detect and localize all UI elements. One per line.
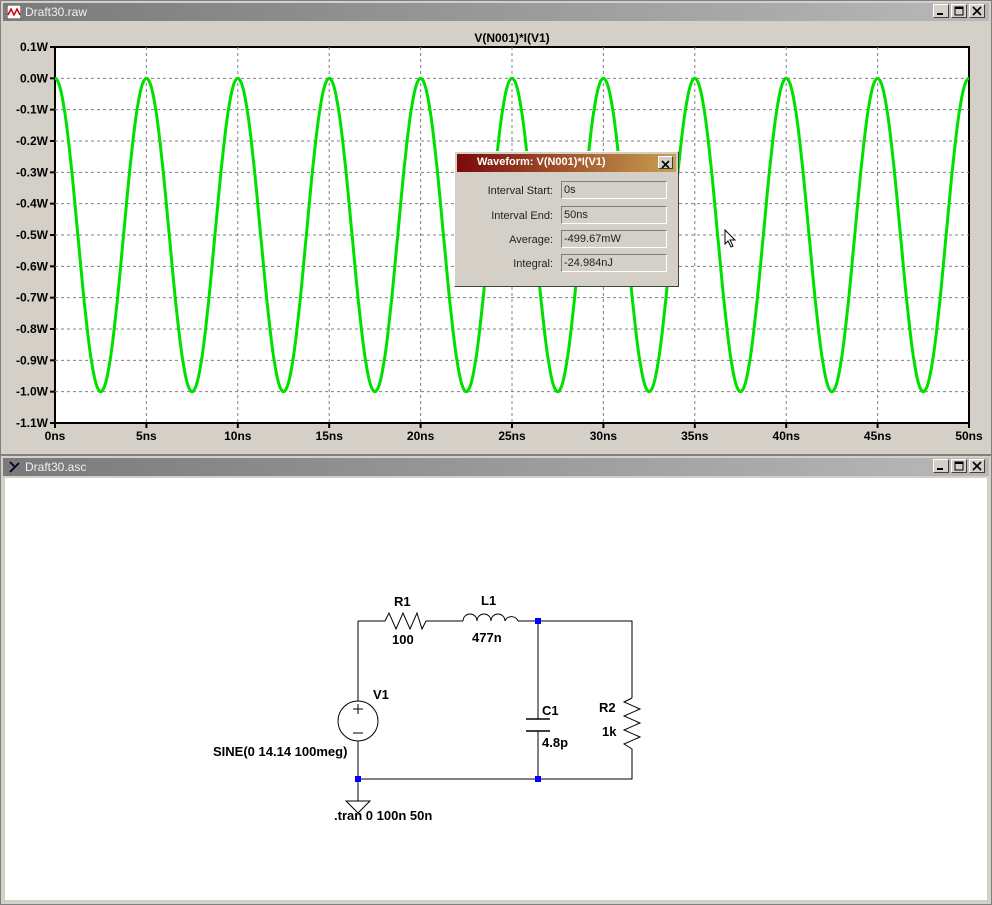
schematic-window: Draft30.asc [0,455,992,905]
maximize-button[interactable] [951,459,967,473]
c1-value: 4.8p [542,735,568,750]
waveform-window-title: Draft30.raw [25,5,88,19]
node-junction [535,776,541,782]
r1-symbol [384,611,427,631]
schematic-canvas[interactable]: R1 100 L1 477n C1 4.8p R2 1k V1 SINE(0 1… [5,478,987,900]
x-tick-label: 35ns [681,429,709,443]
l1-symbol [462,613,519,622]
waveform-app-icon [7,5,21,19]
ground-symbol [344,800,372,814]
waveform-dialog: Waveform: V(N001)*I(V1) Interval Start: … [454,151,679,287]
integral-row: Integral: -24.984nJ [455,254,680,274]
maximize-button[interactable] [951,4,967,18]
interval-end-label: Interval End: [491,210,553,222]
c1-name: C1 [542,703,559,718]
y-tick-label: 0.1W [20,40,49,54]
x-tick-label: 25ns [498,429,526,443]
y-tick-label: -0.3W [16,165,49,179]
r1-name: R1 [394,594,411,609]
interval-end-row: Interval End: 50ns [455,206,680,226]
x-tick-label: 45ns [864,429,892,443]
v1-name: V1 [373,687,389,702]
close-button[interactable] [969,4,985,18]
interval-end-field[interactable]: 50ns [561,206,667,224]
chart-title: V(N001)*I(V1) [474,31,549,45]
x-tick-label: 20ns [407,429,435,443]
dialog-close-button[interactable] [658,156,673,169]
y-tick-label: -1.0W [16,385,49,399]
dialog-titlebar[interactable]: Waveform: V(N001)*I(V1) [457,154,676,172]
schematic-window-title: Draft30.asc [25,460,87,474]
y-tick-label: -0.9W [16,353,49,367]
y-tick-label: -0.6W [16,259,49,273]
x-tick-label: 30ns [590,429,618,443]
minimize-button[interactable] [933,4,949,18]
y-tick-label: -0.5W [16,228,49,242]
y-tick-label: -0.2W [16,134,49,148]
r2-value: 1k [602,724,617,739]
r1-value: 100 [392,632,414,647]
v1-value: SINE(0 14.14 100meg) [213,744,347,759]
c1-symbol [526,718,550,732]
schematic-titlebar[interactable]: Draft30.asc [3,458,989,476]
interval-start-label: Interval Start: [487,185,553,197]
average-label: Average: [509,234,553,246]
average-field[interactable]: -499.67mW [561,230,667,248]
node-junction [535,618,541,624]
node-junction [355,776,361,782]
v1-symbol [337,700,379,742]
integral-label: Integral: [513,258,553,270]
l1-name: L1 [481,593,496,608]
spice-directive[interactable]: .tran 0 100n 50n [334,808,432,823]
x-tick-label: 15ns [316,429,344,443]
x-tick-label: 0ns [45,429,66,443]
waveform-window: Draft30.raw V(N001)*I(V1) 0.1W 0.0W -0.1W -0… [0,0,992,455]
minimize-button[interactable] [933,459,949,473]
interval-start-field[interactable]: 0s [561,181,667,199]
average-row: Average: -499.67mW [455,230,680,250]
close-button[interactable] [969,459,985,473]
x-tick-label: 40ns [773,429,801,443]
x-tick-label: 5ns [136,429,157,443]
x-tick-label: 10ns [224,429,252,443]
waveform-titlebar[interactable]: Draft30.raw [3,3,989,21]
r2-symbol [622,697,642,761]
mouse-cursor-icon [724,229,737,248]
y-tick-label: -0.4W [16,197,49,211]
y-tick-label: -1.1W [16,416,49,430]
r2-name: R2 [599,700,616,715]
y-tick-label: -0.1W [16,103,49,117]
x-tick-label: 50ns [955,429,983,443]
integral-field[interactable]: -24.984nJ [561,254,667,272]
schematic-drawing[interactable]: R1 100 L1 477n C1 4.8p R2 1k V1 SINE(0 1… [5,478,987,900]
interval-start-row: Interval Start: 0s [455,181,680,201]
schematic-app-icon [9,461,20,473]
dialog-title: Waveform: V(N001)*I(V1) [477,156,606,168]
close-icon [661,160,670,169]
y-tick-label: -0.7W [16,291,49,305]
l1-value: 477n [472,630,502,645]
y-tick-label: 0.0W [20,71,49,85]
wire [518,620,633,698]
wire [357,741,633,780]
y-tick-label: -0.8W [16,322,49,336]
